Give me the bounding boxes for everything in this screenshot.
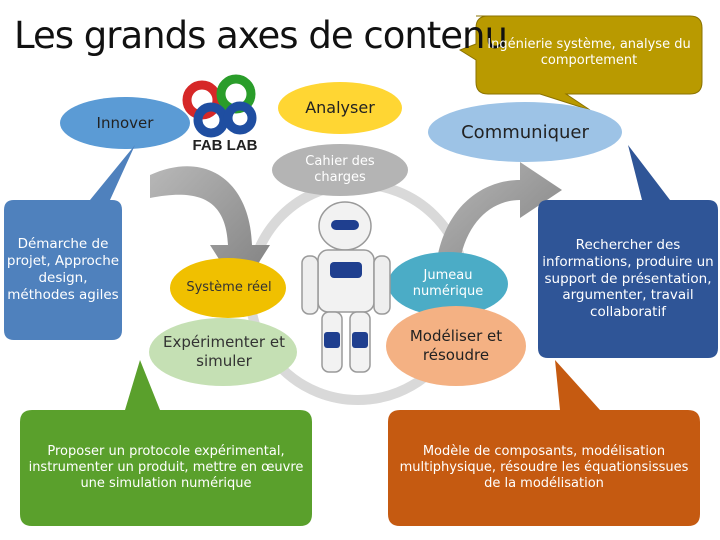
proposer-callout-shape [20, 360, 312, 526]
rechercher-text: Rechercher des informations, produire un… [542, 236, 714, 321]
jumeau-shape [388, 252, 508, 316]
innover-shape [60, 97, 190, 149]
analyser-label: Analyser [305, 98, 375, 117]
proposer-text: Proposer un protocole expérimental, inst… [28, 443, 304, 492]
cahier-shape [272, 144, 408, 196]
rechercher-callout-shape [538, 145, 718, 358]
innover-label: Innover [96, 113, 154, 132]
modeliser-label: Modéliser et résoudre [409, 327, 503, 364]
communiquer-shape [428, 102, 622, 162]
fablab-logo-icon [182, 74, 257, 138]
modele-callout-shape [388, 360, 700, 526]
page-title: Les grands axes de contenu [14, 14, 508, 57]
communiquer-label: Communiquer [461, 121, 589, 143]
experimenter-shape [149, 318, 297, 386]
fablab-label: FAB LAB [192, 137, 258, 154]
callout-top-text: Ingénierie système, analyse du comportem… [487, 36, 691, 68]
systeme-reel-label: Système réel [186, 279, 272, 295]
demarche-text: Démarche de projet, Approche design, mét… [6, 236, 120, 303]
cahier-label: Cahier des charges [305, 153, 375, 185]
jumeau-label: Jumeau numérique [412, 267, 484, 299]
modele-text: Modèle de composants, modélisation multi… [399, 443, 689, 492]
callout-top-shape [458, 15, 703, 111]
right-curved-arrow [435, 162, 562, 275]
experimenter-label: Expérimenter et simuler [163, 333, 285, 370]
analyser-shape [278, 82, 402, 134]
robot-image [301, 201, 391, 373]
systeme-reel-shape [170, 258, 286, 318]
demarche-callout-shape [4, 145, 135, 340]
modeliser-shape [386, 306, 526, 386]
